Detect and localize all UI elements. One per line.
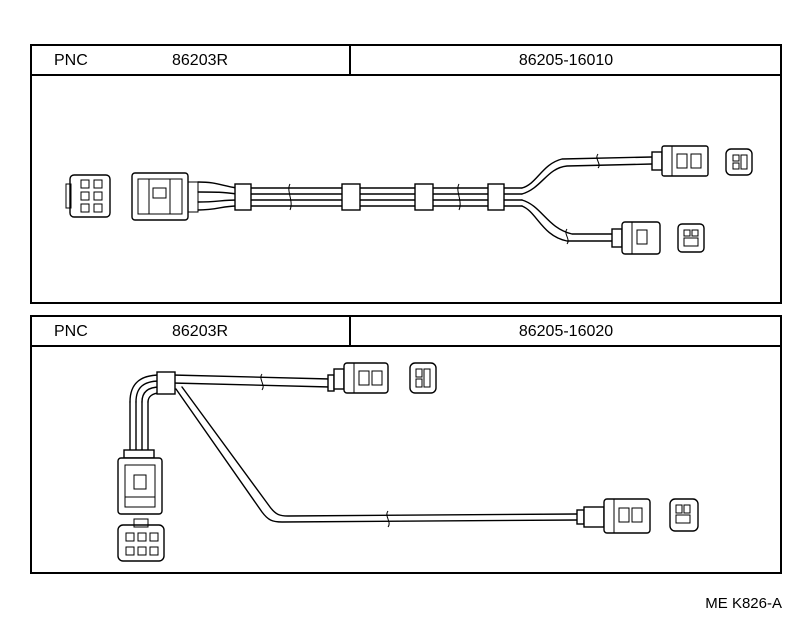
harness-wires bbox=[197, 156, 653, 242]
drawing-code: ME K826-A bbox=[705, 595, 782, 612]
harness-panel-1: PNC 86203R 86205-16010 bbox=[30, 44, 782, 304]
panel-header: PNC 86203R 86205-16020 bbox=[32, 317, 780, 347]
harness-panel-2: PNC 86203R 86205-16020 bbox=[30, 315, 782, 574]
wiring-harness-drawing-1 bbox=[65, 145, 753, 255]
harness-connector-main bbox=[131, 172, 199, 221]
mating-connector-lower bbox=[669, 498, 699, 532]
branch-connector-lower bbox=[611, 221, 661, 255]
branch-connector-upper bbox=[651, 145, 709, 177]
pnc-label: PNC bbox=[54, 52, 88, 69]
mating-connector-upper bbox=[725, 148, 753, 176]
pnc-value: 86203R bbox=[172, 323, 229, 340]
harness-wires bbox=[129, 374, 578, 523]
mating-connector-6pin-bottom bbox=[117, 518, 165, 562]
mating-connector-6pin-left bbox=[65, 174, 111, 218]
panel-header: PNC 86203R 86205-16010 bbox=[32, 46, 780, 76]
part-number: 86205-16020 bbox=[518, 323, 614, 340]
tape-clamps bbox=[156, 371, 585, 528]
part-number: 86205-16010 bbox=[518, 52, 614, 69]
pnc-value: 86203R bbox=[172, 52, 229, 69]
branch-connector-upper bbox=[333, 362, 389, 394]
pnc-label: PNC bbox=[54, 323, 88, 340]
wiring-harness-drawing-2 bbox=[117, 362, 699, 562]
header-divider bbox=[349, 46, 351, 74]
mating-connector-upper bbox=[409, 362, 437, 394]
harness-connector-main bbox=[117, 449, 163, 515]
header-divider bbox=[349, 317, 351, 345]
mating-connector-lower bbox=[677, 223, 705, 253]
tape-clamps bbox=[234, 153, 600, 245]
branch-connector-lower bbox=[583, 498, 651, 534]
